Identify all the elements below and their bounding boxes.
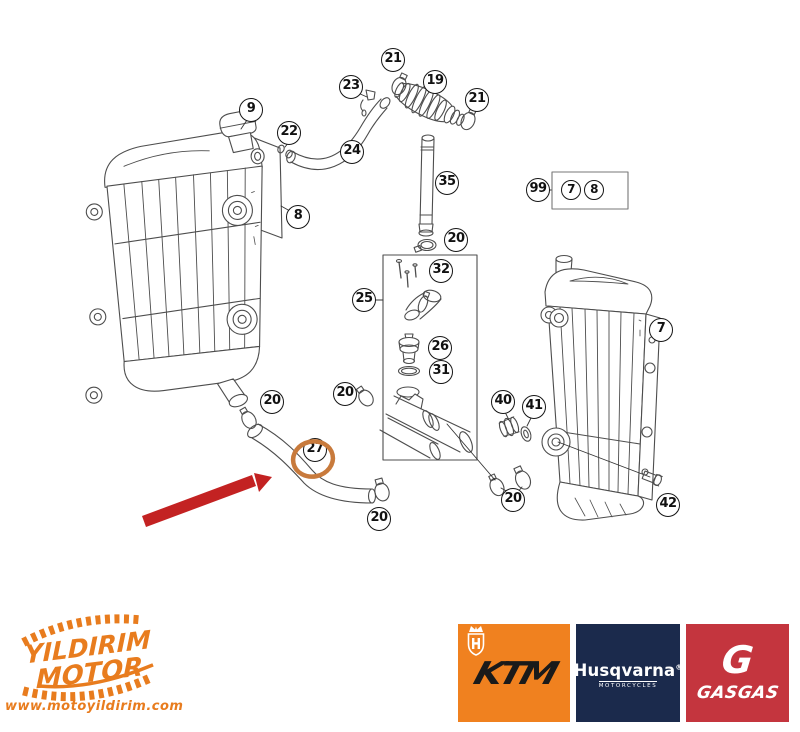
- callout-24: 24: [340, 140, 364, 164]
- legend-part-7: 7: [561, 180, 581, 200]
- callout-35: 35: [435, 171, 459, 195]
- callout-20-b: 20: [260, 390, 284, 414]
- gasgas-logo-tile: G GASGAS: [686, 624, 789, 722]
- watermark-website: www.motoyildirim.com: [5, 699, 184, 714]
- right-radiator-drawing: [540, 254, 663, 521]
- callout-26: 26: [428, 336, 452, 360]
- callout-27-highlighted: 27: [303, 438, 327, 462]
- brand-logo-strip: KTM Husqvarna® MOTORCYCLES G GASGAS: [458, 624, 789, 722]
- husqvarna-logo-tile: Husqvarna® MOTORCYCLES: [467, 624, 683, 722]
- callout-41: 41: [522, 395, 546, 419]
- legend-part-8: 8: [584, 180, 604, 200]
- sprocket-arcs-icon: [21, 614, 155, 702]
- left-radiator-drawing: [85, 110, 265, 408]
- callout-23: 23: [339, 75, 363, 99]
- leader-lines: [240, 92, 533, 494]
- callout-22: 22: [277, 121, 301, 145]
- dealer-watermark-logo: YILDIRIM MOTOR: [7, 606, 181, 713]
- callout-8: 8: [286, 205, 310, 229]
- upper-hose-assembly-drawing: [277, 72, 477, 253]
- callout-31: 31: [429, 360, 453, 384]
- callout-20-c: 20: [333, 382, 357, 406]
- callout-21-b: 21: [465, 88, 489, 112]
- gasgas-g-icon: G: [719, 638, 756, 683]
- callout-40: 40: [491, 390, 515, 414]
- gasgas-logo-text: GASGAS: [694, 682, 781, 703]
- callout-25: 25: [352, 288, 376, 312]
- thermostat-kit-box-drawing: [379, 254, 478, 461]
- callout-9: 9: [239, 98, 263, 122]
- callout-20-a: 20: [444, 228, 468, 252]
- callout-7: 7: [649, 318, 673, 342]
- husqvarna-logo-text: Husqvarna®: [573, 660, 683, 680]
- registered-mark: ®: [675, 663, 683, 671]
- callout-21-a: 21: [381, 48, 405, 72]
- husqvarna-crown-icon: [467, 626, 485, 656]
- husqvarna-subtitle: MOTORCYCLES: [598, 680, 658, 689]
- callout-20-d: 20: [501, 488, 525, 512]
- callout-19: 19: [423, 70, 447, 94]
- callout-20-e: 20: [367, 507, 391, 531]
- callout-99: 99: [526, 178, 550, 202]
- callout-42: 42: [656, 493, 680, 517]
- ktm-logo-tile: KTM: [458, 624, 570, 722]
- lower-hose-assembly-drawing: [239, 385, 532, 504]
- ktm-logo-text: KTM: [469, 654, 559, 692]
- callout-32: 32: [429, 259, 453, 283]
